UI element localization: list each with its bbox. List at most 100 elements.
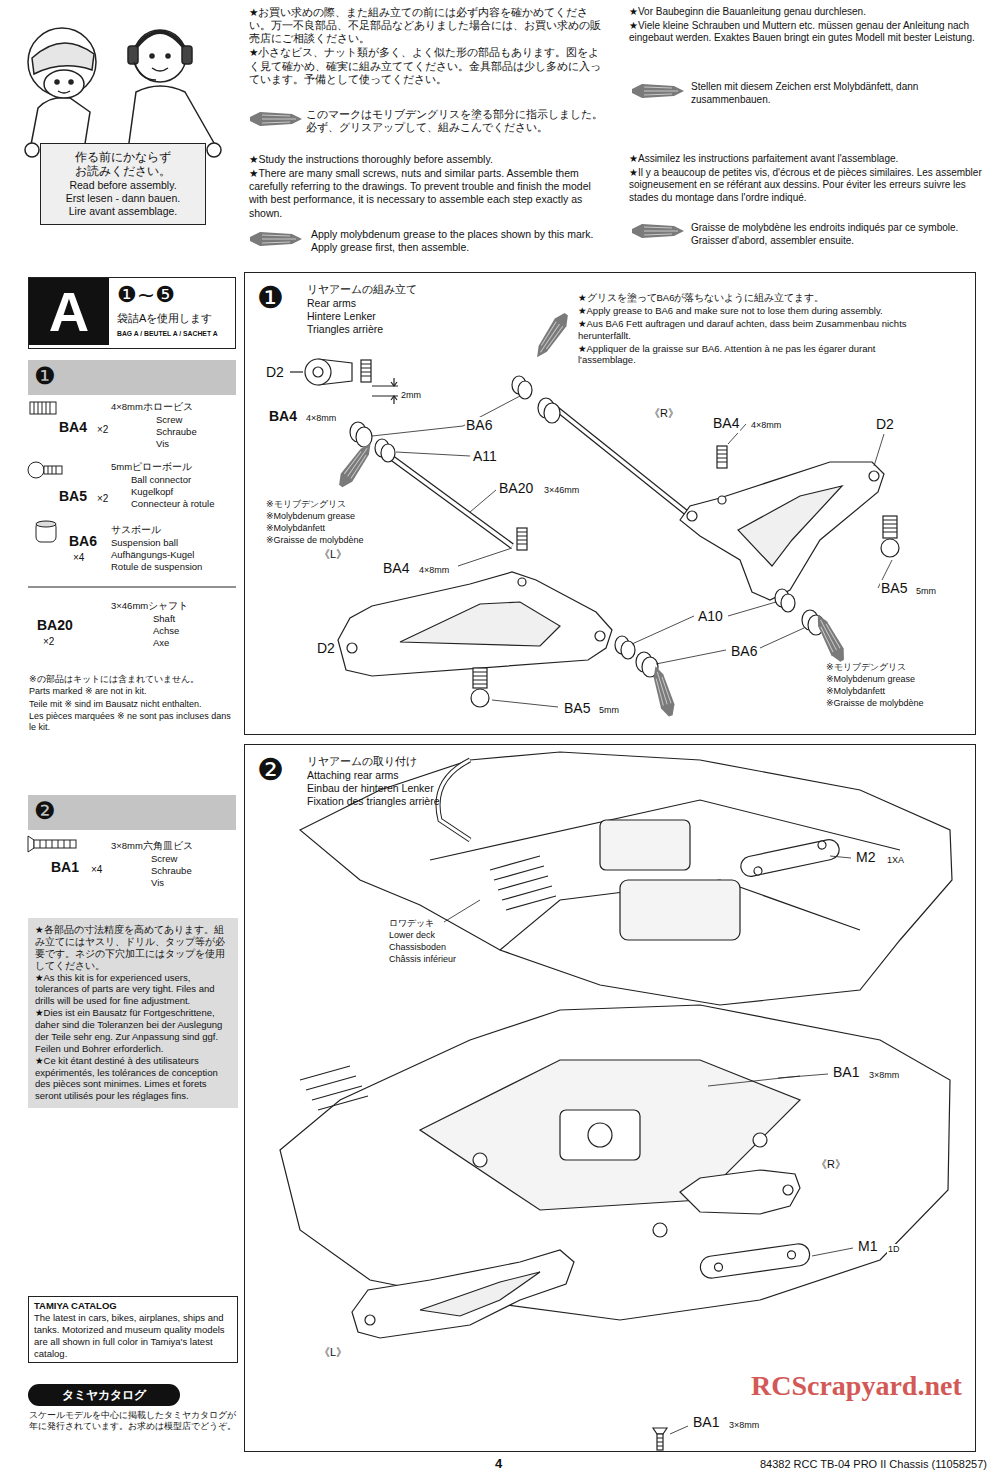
leader-line (656, 628, 804, 664)
people-illustration (182, 46, 192, 64)
note-text: ※モリブデングリス (265, 499, 347, 510)
note-text: 1XA (886, 855, 905, 866)
part-icon (30, 402, 56, 414)
note-text: ×2 (96, 424, 109, 437)
note-text: Châssis inférieur (388, 954, 457, 965)
part-code: BA5 (563, 700, 591, 718)
sign-board: 作る前にかならず お読みください。Read before assembly.Er… (40, 143, 206, 225)
note-text: ※モリブデングリス (825, 662, 907, 673)
part-code: BA1 (50, 859, 80, 877)
note-text: Apply molybdenum grease to the places sh… (310, 228, 612, 254)
leader-line (458, 548, 512, 566)
node-text: Attaching rear arms (307, 769, 399, 782)
note-text: Vis (150, 877, 165, 889)
note-text: ★Apply grease to BA6 and make sure not t… (577, 305, 929, 317)
note-text: Les pièces marquées ※ ne sont pas inclus… (28, 711, 240, 734)
part-icon (48, 466, 56, 474)
chassis-drawing (438, 760, 470, 840)
leader-line (396, 452, 470, 456)
note-box: ★各部品の寸法精度を高めてあります。組み立てにはヤスリ、ドリル、タップ等が必要で… (28, 918, 238, 1108)
note-text: Chassisboden (388, 942, 447, 953)
grease-mark (649, 664, 678, 718)
rear-arm-drawing (391, 382, 397, 400)
chassis-drawing (365, 1315, 375, 1325)
rear-arm-drawing (381, 444, 395, 462)
node-heading: ★各部品の寸法精度を高めてあります。組み立てにはヤスリ、ドリル、タップ等が必要で… (35, 924, 231, 972)
node-text: Einbau der hinteren Lenker (307, 782, 434, 795)
note-text: 3×8mm (868, 1070, 900, 1081)
leader-line (874, 434, 884, 466)
node-text: Lire avant assemblage. (47, 205, 199, 218)
rear-arm-drawing (473, 668, 487, 688)
note-text: 5mm (915, 586, 937, 597)
node-text: ★Dies ist ein Bausatz für Fortgeschritte… (35, 1007, 231, 1055)
note-text: Screw (155, 414, 183, 426)
note-text: 4×8mm (305, 413, 337, 424)
note-text: 3×8mm六角皿ビス (110, 840, 194, 852)
rear-arm-drawing (473, 672, 487, 684)
section-header: A❶~❺袋詰Aを使用しますBAG A / BEUTEL A / SACHET A (28, 277, 236, 349)
chassis-drawing (783, 1185, 793, 1195)
chassis-drawing (739, 838, 841, 878)
leader-line (372, 396, 520, 436)
note-text: Ball connector (130, 474, 192, 486)
note-text: 1D (887, 1244, 901, 1255)
note-text: 3×8mm (728, 1420, 760, 1431)
rear-arm-drawing (518, 578, 526, 586)
chassis-drawing (653, 1428, 667, 1450)
note-text: Connecteur à rotule (130, 498, 215, 510)
node-text: Rear arms (307, 297, 356, 310)
note-text: ※の部品はキットには含まれていません。 (28, 674, 240, 685)
rear-arm-drawing (305, 359, 331, 385)
note-text: 4×8mm (418, 565, 450, 576)
part-code: A11 (472, 448, 498, 466)
leader-line (444, 900, 480, 922)
chassis-drawing (560, 1110, 640, 1160)
node-text: ★As this kit is for experienced users, t… (35, 972, 231, 1008)
watermark: RCScrapyard.net (750, 1368, 963, 1403)
chassis-drawing (787, 1250, 796, 1259)
node-text: Read before assembly. (47, 179, 199, 192)
rear-arm-drawing (680, 462, 884, 600)
note-text: 4×8mmホロービス (110, 401, 194, 413)
part-code: BA4 (712, 415, 740, 433)
rear-arm-drawing (781, 594, 795, 612)
rear-arm-drawing (687, 511, 697, 521)
note-text: 3×46mmシャフト (110, 600, 189, 612)
note-text: ★小さなビス、ナット類が多く、よく似た形の部品もあります。図をよく見て確かめ、確… (248, 46, 610, 85)
rear-arm-drawing (400, 602, 560, 646)
people-illustration (150, 54, 154, 58)
note-text: ★Assimilez les instructions parfaitement… (628, 153, 992, 166)
note-text: Schraube (155, 426, 198, 438)
rear-arm-drawing (595, 631, 605, 641)
note-text: ★グリスを塗ってBA6が落ちないように組み立てます。 (577, 292, 954, 304)
note-text: Graisse de molybdène les endroits indiqu… (690, 222, 992, 247)
rear-arm-drawing (869, 471, 879, 481)
note-text: ※Molybdenum grease (265, 511, 356, 522)
part-icon (34, 402, 50, 414)
note-text: このマークはモリブデングリスを塗る部分に指示しました。必ず、グリスアップして、組… (305, 108, 612, 134)
chassis-drawing (280, 752, 952, 1450)
node-text: Fixation des triangles arrière (307, 795, 439, 808)
chassis-drawing (600, 820, 690, 870)
part-code: 4 (494, 1456, 503, 1472)
rear-arm-drawing (392, 458, 512, 546)
people-illustration (25, 143, 39, 157)
part-icon (28, 836, 34, 852)
rear-arm-drawing (718, 496, 726, 504)
note-text: ★Appliquer de la graisse sur BA6. Attent… (577, 343, 929, 367)
note-text: ★お買い求めの際、また組み立ての前には必ず内容を確かめてください。万一不良部品、… (248, 6, 610, 45)
leader-line (492, 700, 558, 707)
note-text: Suspension ball (110, 537, 179, 549)
rear-arm-drawing (290, 359, 899, 707)
rear-arm-drawing (883, 520, 897, 532)
node-text: リヤアームの組み立て (307, 283, 417, 297)
note-text: Teile mit ※ sind im Bausatz nicht enthal… (28, 699, 240, 710)
people-illustration (128, 46, 138, 64)
grease-mark (632, 224, 684, 238)
step-bar: ❶ (28, 360, 236, 395)
part-icon (36, 522, 56, 542)
part-code: D2 (265, 364, 285, 382)
part-icon (28, 402, 76, 852)
note-text: Kugelkopf (130, 486, 174, 498)
